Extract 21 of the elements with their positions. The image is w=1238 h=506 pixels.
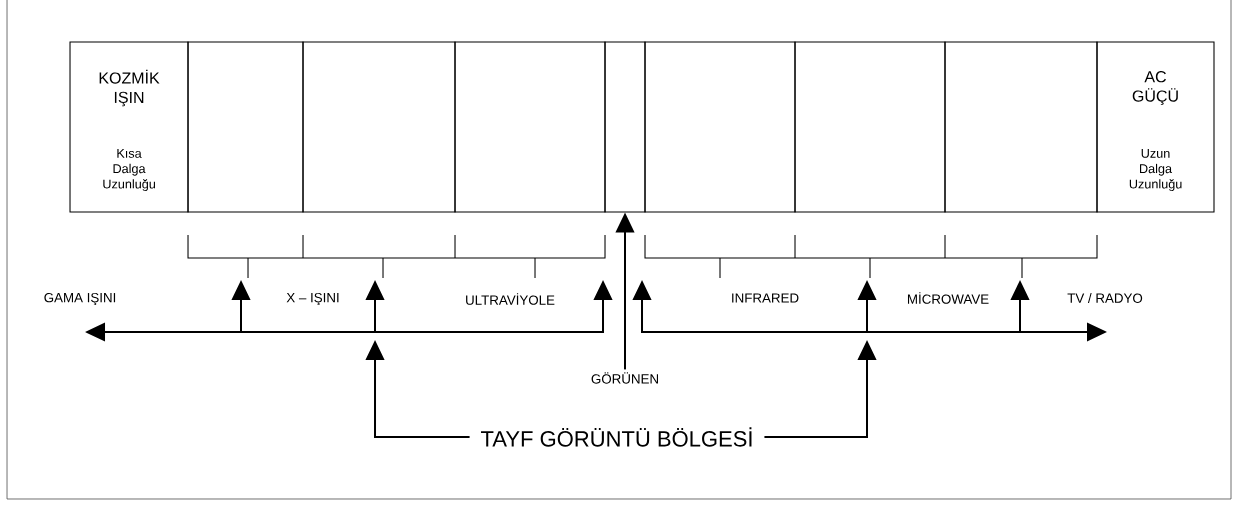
spectrum-cell [644, 41, 796, 213]
cell-text: Kısa Dalga Uzunluğu [103, 149, 155, 191]
band-label: INFRARED [732, 293, 799, 303]
band-label: MİCROWAVE [908, 292, 989, 304]
spectrum-cell [944, 41, 1098, 213]
cell-text: Uzun Dalga Uzunluğu [1129, 149, 1182, 191]
spectrum-cell [794, 41, 946, 213]
spectrum-cell [1096, 41, 1215, 213]
spectrum-cell [454, 41, 606, 213]
spectrum-cell [302, 41, 456, 213]
band-label: TV / RADYO [1067, 293, 1143, 303]
spectrum-cell [604, 41, 646, 213]
spectrum-cell [187, 41, 304, 213]
band-label: GAMA IŞINI [44, 292, 116, 306]
band-label: ULTRAVİYOLE [466, 293, 555, 305]
band-label: X – IŞINI [286, 292, 339, 306]
cell-heading: KOZMİK IŞIN [99, 69, 160, 107]
region-label: GÖRÜNEN [591, 372, 658, 384]
caption-label: TAYF GÖRÜNTÜ BÖLGESİ [481, 427, 752, 447]
cell-heading: AC GÜÇÜ [1132, 71, 1178, 105]
spectrum-cell [69, 41, 189, 213]
